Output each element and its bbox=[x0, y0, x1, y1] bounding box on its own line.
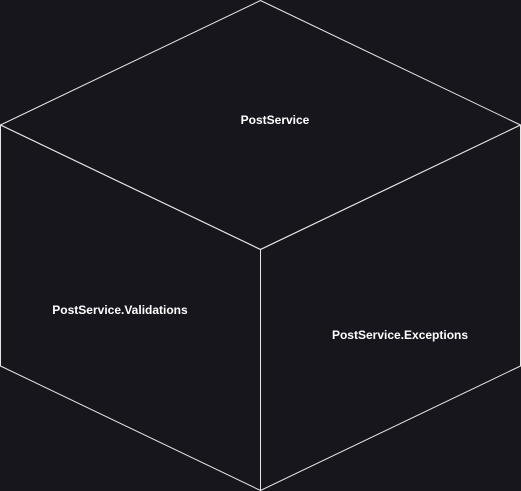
right-face-label: PostService.Exceptions bbox=[332, 328, 468, 342]
cube-right-face bbox=[260, 124, 521, 491]
top-face-label: PostService bbox=[241, 113, 310, 127]
left-face-label: PostService.Validations bbox=[52, 303, 188, 317]
